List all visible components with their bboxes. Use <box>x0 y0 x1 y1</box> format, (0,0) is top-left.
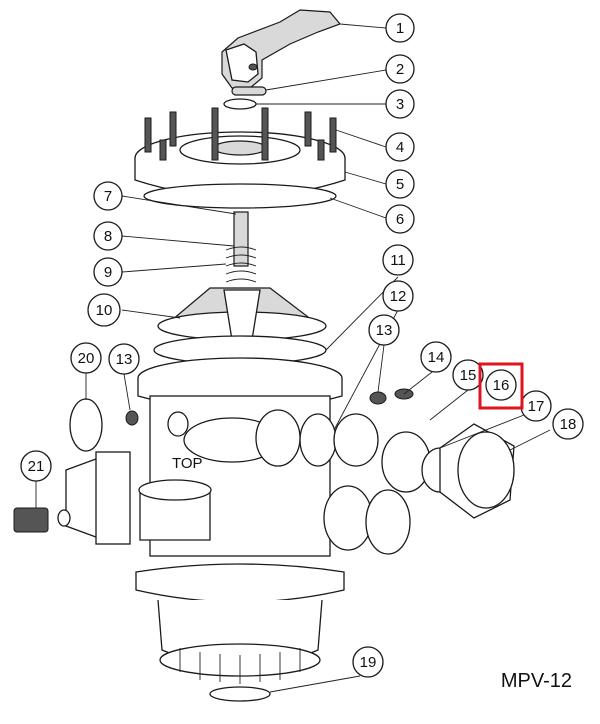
callout-1: 1 <box>385 13 415 43</box>
callout-6-label: 6 <box>396 211 404 228</box>
callout-17: 17 <box>520 390 552 422</box>
callout-13-right: 13 <box>368 314 400 346</box>
callout-19: 19 <box>352 646 384 678</box>
highlight-box-part-16 <box>478 362 524 410</box>
callout-6: 6 <box>385 204 415 234</box>
leader-lines <box>35 23 551 693</box>
callout-12: 12 <box>382 280 414 312</box>
callout-14: 14 <box>420 341 452 373</box>
model-label: MPV-12 <box>500 670 572 692</box>
callout-3: 3 <box>385 89 415 119</box>
callout-18: 18 <box>552 408 584 440</box>
callout-16-label: 16 <box>493 377 510 394</box>
callout-16: 16 <box>485 369 517 401</box>
callout-20-label: 20 <box>78 350 95 367</box>
pin-part <box>231 86 267 96</box>
callout-9: 9 <box>93 257 123 287</box>
callout-5: 5 <box>385 169 415 199</box>
callout-15-label: 15 <box>460 367 477 384</box>
callout-8: 8 <box>93 221 123 251</box>
callout-4: 4 <box>385 132 415 162</box>
screws-part <box>144 107 337 161</box>
callout-9-label: 9 <box>104 264 112 281</box>
callout-11-label: 11 <box>390 252 406 269</box>
callout-2-label: 2 <box>396 61 404 78</box>
callout-13-right-label: 13 <box>376 322 393 339</box>
callout-15: 15 <box>452 359 484 391</box>
callout-10: 10 <box>87 293 121 327</box>
callout-18-label: 18 <box>560 416 577 433</box>
callout-2: 2 <box>385 54 415 84</box>
callout-1-label: 1 <box>396 20 404 37</box>
callout-20: 20 <box>70 342 102 374</box>
rotor-part <box>157 287 327 341</box>
right-ports-part <box>299 388 515 555</box>
callout-10-label: 10 <box>96 302 113 319</box>
shaft-spring-part <box>225 211 257 283</box>
cover-oring-part <box>143 183 337 209</box>
handle-part <box>221 9 342 89</box>
callout-7-label: 7 <box>104 188 112 205</box>
callout-21: 21 <box>20 450 52 482</box>
callout-4-label: 4 <box>396 139 404 156</box>
valve-body-part: TOP <box>135 357 373 684</box>
callout-3-label: 3 <box>396 96 404 113</box>
callout-11: 11 <box>382 244 414 276</box>
callout-13-left: 13 <box>108 343 140 375</box>
callout-7: 7 <box>93 181 123 211</box>
callout-5-label: 5 <box>396 176 404 193</box>
callout-13-left-label: 13 <box>116 351 133 368</box>
left-union-part <box>13 451 131 545</box>
callout-12-label: 12 <box>390 288 407 305</box>
bottom-oring-part <box>209 686 271 702</box>
small-plug-part <box>125 410 139 426</box>
callout-14-label: 14 <box>428 349 445 366</box>
pressure-gauge-part <box>69 398 103 452</box>
callout-17-label: 17 <box>528 398 545 415</box>
callout-19-label: 19 <box>360 654 377 671</box>
body-marking: TOP <box>172 455 203 472</box>
callout-21-label: 21 <box>28 458 45 475</box>
callout-8-label: 8 <box>104 228 112 245</box>
